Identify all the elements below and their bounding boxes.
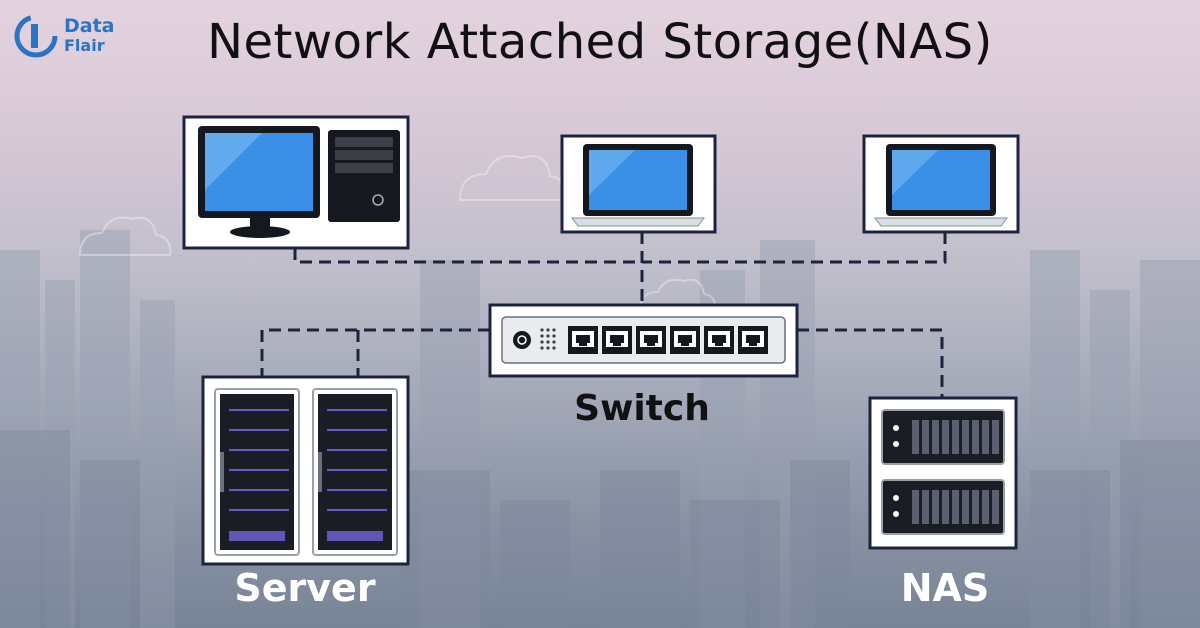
nas-label: NAS: [900, 566, 990, 610]
ethernet-port-icon: [670, 326, 700, 354]
power-icon: [513, 331, 531, 349]
nas-units: [881, 409, 1005, 535]
ethernet-port-icon: [738, 326, 768, 354]
server-node: [201, 375, 410, 566]
link-switch-nas: [797, 328, 944, 398]
logo-text-flair: Flair: [64, 36, 105, 55]
logo-text-data: Data: [64, 15, 115, 37]
nas-drive-icon: [881, 479, 1005, 535]
rack-server-icon: [312, 388, 398, 556]
rack-server-icon: [214, 388, 300, 556]
laptop-icon: [571, 144, 705, 227]
server-label: Server: [234, 566, 376, 610]
dataflair-logo: Data Flair: [14, 12, 124, 62]
ethernet-port-icon: [568, 326, 598, 354]
ethernet-port-icon: [704, 326, 734, 354]
switch-node: [488, 303, 799, 378]
ethernet-port-icon: [636, 326, 666, 354]
laptop-node-2: [862, 134, 1020, 234]
nas-drive-icon: [881, 409, 1005, 465]
laptop-node-1: [560, 134, 717, 234]
page-title: Network Attached Storage(NAS): [207, 14, 993, 70]
connection-lines: [260, 232, 947, 398]
switch-ports: [568, 326, 768, 354]
pc-tower-icon: [328, 130, 400, 222]
dataflair-logo-icon: [14, 14, 58, 58]
vent-grille: [540, 328, 556, 350]
link-laptop2-switch: [642, 232, 947, 264]
switch-label: Switch: [574, 388, 710, 429]
desktop-computer-node: [182, 115, 410, 250]
server-units: [214, 388, 398, 556]
monitor-icon: [198, 126, 320, 238]
link-switch-server: [260, 328, 490, 378]
nas-node: [868, 396, 1018, 550]
link-desktop-switch: [293, 248, 642, 264]
ethernet-port-icon: [602, 326, 632, 354]
laptop-icon: [874, 144, 1008, 227]
